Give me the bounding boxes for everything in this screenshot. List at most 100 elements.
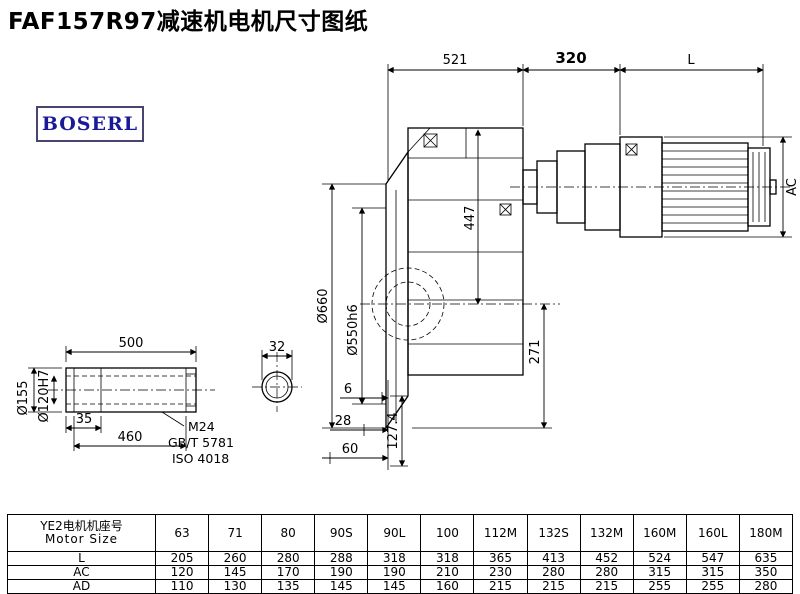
table-row-AC: AC 120 145 170 190 190 210 230 280 280 3… xyxy=(7,565,794,580)
cell-AD: 110 xyxy=(154,579,210,594)
thread-note: M24 xyxy=(188,419,215,434)
table-row-L: L 205 260 280 288 318 318 365 413 452 52… xyxy=(7,551,794,566)
motor-dimension-table: YE2电机机座号 Motor Size 63 71 80 90S 90L 100… xyxy=(7,514,794,594)
cell-AC: 210 xyxy=(420,565,475,580)
cell-AC: 315 xyxy=(632,565,687,580)
flange-plate xyxy=(385,149,409,431)
row-label: AC xyxy=(7,565,156,580)
cell-AC: 230 xyxy=(473,565,528,580)
cell-L: 635 xyxy=(738,551,794,566)
motor-size-header-cn: YE2电机机座号 xyxy=(40,519,123,533)
motor-eye-bolt-mark xyxy=(625,143,638,156)
cell-AC: 350 xyxy=(738,565,794,580)
dim-320-label: 320 xyxy=(555,49,586,67)
standard-gb-note: GB/T 5781 xyxy=(168,435,234,450)
size-col-header: 80 xyxy=(261,514,316,552)
cell-AD: 280 xyxy=(738,579,794,594)
cell-AD: 215 xyxy=(473,579,528,594)
cell-AD: 160 xyxy=(420,579,475,594)
motor-size-header: YE2电机机座号 Motor Size xyxy=(7,514,156,552)
cell-AD: 215 xyxy=(526,579,581,594)
cell-AD: 215 xyxy=(579,579,634,594)
size-col-header: 132M xyxy=(579,514,634,552)
size-col-header: 160L xyxy=(685,514,740,552)
row-label: L xyxy=(7,551,156,566)
cell-L: 524 xyxy=(632,551,687,566)
dim-AC-label: AC xyxy=(785,178,800,196)
cell-AC: 145 xyxy=(208,565,263,580)
cell-AC: 280 xyxy=(579,565,634,580)
dim-550h6-label: Ø550h6 xyxy=(346,304,361,356)
dim-32-label: 32 xyxy=(269,340,286,355)
cell-L: 318 xyxy=(367,551,422,566)
cell-L: 260 xyxy=(208,551,263,566)
eye-bolt-mark xyxy=(423,133,438,148)
cell-AD: 255 xyxy=(632,579,687,594)
page-title: FAF157R97减速机电机尺寸图纸 xyxy=(8,9,369,35)
dim-L-label: L xyxy=(687,53,695,68)
size-col-header: 132S xyxy=(526,514,581,552)
table-header-row: YE2电机机座号 Motor Size 63 71 80 90S 90L 100… xyxy=(7,514,794,552)
cell-AC: 120 xyxy=(154,565,210,580)
shaft-end-view: 32 xyxy=(252,340,302,412)
cell-AD: 145 xyxy=(314,579,369,594)
table-row-AD: AD 110 130 135 145 145 160 215 215 215 2… xyxy=(7,579,794,594)
cell-AD: 255 xyxy=(685,579,740,594)
ac-dimension: AC xyxy=(664,136,800,238)
output-flange xyxy=(385,149,409,431)
cell-L: 205 xyxy=(154,551,210,566)
cell-L: 280 xyxy=(261,551,316,566)
bolt-mark xyxy=(499,203,512,216)
size-col-header: 90L xyxy=(367,514,422,552)
size-col-header: 160M xyxy=(632,514,687,552)
dim-660-label: Ø660 xyxy=(316,288,331,323)
gearbox-housing xyxy=(360,127,560,376)
cell-AC: 280 xyxy=(526,565,581,580)
size-col-header: 90S xyxy=(314,514,369,552)
technical-drawing: 521 320 L Ø660 Ø550 xyxy=(16,49,800,470)
dim-127-label: 127.4 xyxy=(386,412,401,449)
cell-AC: 170 xyxy=(261,565,316,580)
dim-460-label: 460 xyxy=(118,430,143,445)
size-col-header: 63 xyxy=(154,514,210,552)
hollow-shaft xyxy=(65,367,197,413)
height-dimensions: 447 271 xyxy=(412,129,552,429)
cell-L: 318 xyxy=(420,551,475,566)
hollow-shaft-detail: 500 35 460 Ø155 Ø120H7 M24 GB/T 5781 ISO… xyxy=(16,336,234,466)
cell-AD: 145 xyxy=(367,579,422,594)
cell-L: 365 xyxy=(473,551,528,566)
size-col-header: 71 xyxy=(208,514,263,552)
top-dimension-chain: 521 320 L xyxy=(387,49,764,180)
cell-L: 288 xyxy=(314,551,369,566)
dim-521-label: 521 xyxy=(443,53,468,68)
row-label: AD xyxy=(7,579,156,594)
dim-447-label: 447 xyxy=(463,206,478,231)
cell-AD: 130 xyxy=(208,579,263,594)
mounting-dimensions: 6 28 60 127.4 xyxy=(322,380,408,470)
dim-120h7-label: Ø120H7 xyxy=(37,369,52,422)
motor-size-header-en: Motor Size xyxy=(44,532,119,546)
size-col-header: 100 xyxy=(420,514,475,552)
dim-500-label: 500 xyxy=(119,336,144,351)
cell-L: 413 xyxy=(526,551,581,566)
size-col-header: 112M xyxy=(473,514,528,552)
standard-iso-note: ISO 4018 xyxy=(172,451,229,466)
brand-logo-text: BOSERL xyxy=(41,113,139,135)
dim-28-label: 28 xyxy=(335,414,352,429)
flange-dimensions: Ø660 Ø550h6 xyxy=(316,183,386,429)
cell-AD: 135 xyxy=(261,579,316,594)
brand-logo: BOSERL xyxy=(36,106,144,142)
dim-35-label: 35 xyxy=(76,412,93,427)
cell-AC: 190 xyxy=(367,565,422,580)
dim-6-label: 6 xyxy=(344,382,352,397)
dim-271-label: 271 xyxy=(528,340,543,365)
cell-L: 547 xyxy=(685,551,740,566)
dim-155-label: Ø155 xyxy=(16,380,31,415)
gearbox-body xyxy=(407,127,524,376)
cell-AC: 315 xyxy=(685,565,740,580)
motor-assembly xyxy=(510,136,792,238)
size-col-header: 180M xyxy=(738,514,794,552)
dim-60-label: 60 xyxy=(342,442,359,457)
cell-AC: 190 xyxy=(314,565,369,580)
cell-L: 452 xyxy=(579,551,634,566)
